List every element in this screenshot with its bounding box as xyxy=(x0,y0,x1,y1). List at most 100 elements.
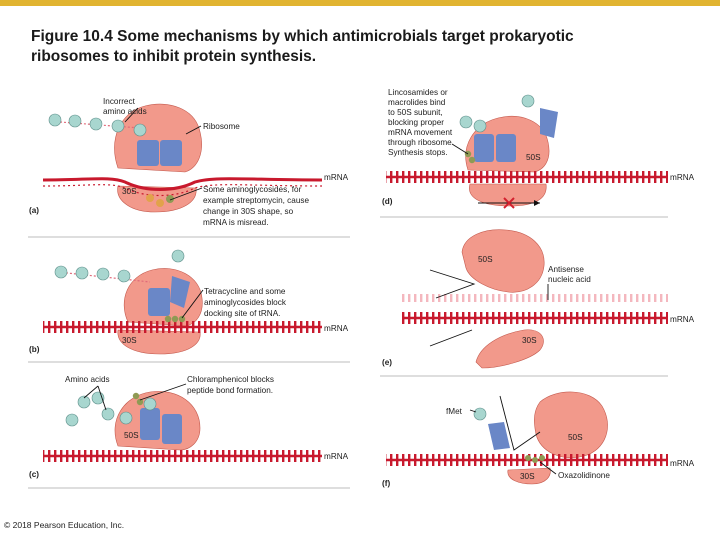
amino-acid xyxy=(459,115,473,129)
drug-molecule xyxy=(166,195,174,203)
drug-molecule xyxy=(164,315,172,323)
panel-letter: (a) xyxy=(29,206,39,215)
drug-molecule xyxy=(539,455,545,461)
panel-a-note-2: example streptomycin, cause xyxy=(203,196,309,205)
mrna-label: mRNA xyxy=(324,324,349,333)
panel-a-note-1: Some aminoglycosides, for xyxy=(203,185,302,194)
panel-a-note-4: mRNA is misread. xyxy=(203,218,269,227)
drug-molecule xyxy=(132,392,140,400)
trna-bound xyxy=(148,288,170,316)
amino-acid xyxy=(521,94,535,108)
pointer-incorrect-amino-acids xyxy=(124,107,139,123)
pointer-amino-acids xyxy=(83,385,99,399)
panel-d-note-7: Synthesis stops. xyxy=(388,148,448,157)
peptide-chain xyxy=(57,271,151,283)
fmet-label: fMet xyxy=(446,407,463,416)
panel-b-note-2: aminoglycosides block xyxy=(204,298,287,307)
trna-fmet xyxy=(488,422,510,450)
slide-title: Figure 10.4 Some mechanisms by which ant… xyxy=(31,27,711,67)
pointer-lincosamides xyxy=(451,143,469,155)
mrna-label: mRNA xyxy=(670,173,695,182)
pointer-tetracycline xyxy=(181,289,204,319)
panel-b-note-1: Tetracycline and some xyxy=(204,287,286,296)
trna-waiting xyxy=(540,108,558,138)
subunit-label: 30S xyxy=(122,336,137,345)
subunit-large-label: 50S xyxy=(478,255,493,264)
amino-acid xyxy=(65,413,79,427)
subunit-label: 30S xyxy=(122,187,137,196)
panel-d-note-2: macrolides bind xyxy=(388,98,446,107)
blocked-binding-arrow-bottom xyxy=(429,329,473,347)
drug-molecule xyxy=(468,156,476,164)
panel-c: Amino acids Chloramphenicol blocks pepti… xyxy=(29,375,349,479)
panel-d-note-5: mRNA movement xyxy=(388,128,453,137)
drug-molecule xyxy=(156,199,164,207)
panel-e: 50S Antisense nucleic acid 30S mRNA (e) xyxy=(382,229,695,369)
subunit-small-label: 30S xyxy=(522,336,537,345)
mrna-label: mRNA xyxy=(324,452,349,461)
panel-letter: (c) xyxy=(29,470,39,479)
ribosome-large-subunit-50s xyxy=(534,391,608,459)
amino-acid-fmet xyxy=(473,407,487,421)
amino-acid xyxy=(54,265,68,279)
amino-acid xyxy=(77,395,91,409)
panel-d-note-4: blocking proper xyxy=(388,118,444,127)
drug-molecule xyxy=(532,457,538,463)
amino-acid xyxy=(171,249,185,263)
amino-acids-label: Amino acids xyxy=(65,375,110,384)
ribosome-small-subunit xyxy=(469,183,547,207)
pointer-ribosome xyxy=(185,125,202,135)
amino-acid xyxy=(143,397,157,411)
mrna-label: mRNA xyxy=(670,315,695,324)
trna-right xyxy=(496,134,516,162)
antisense-nucleic-acid xyxy=(402,294,668,302)
panel-d-note-1: Lincosamides or xyxy=(388,88,448,97)
trna-right xyxy=(160,140,182,166)
pointer-chloramphenicol xyxy=(139,383,187,401)
ribosome-small-subunit-30s xyxy=(475,329,544,369)
trna-right xyxy=(162,414,182,444)
arrow-head xyxy=(534,200,540,206)
blocked-binding-arrow-top xyxy=(429,269,476,299)
subunit-label: 50S xyxy=(124,431,139,440)
panel-f: fMet 50S 30S Oxazolidinone mRNA (f) xyxy=(382,391,695,488)
amino-acid xyxy=(473,119,487,133)
oxazolidinone-label: Oxazolidinone xyxy=(558,471,610,480)
trna-left xyxy=(474,134,494,162)
title-line-1: Figure 10.4 Some mechanisms by which ant… xyxy=(31,28,574,45)
mrna-label: mRNA xyxy=(324,173,349,182)
amino-acid xyxy=(48,113,62,127)
title-line-2: ribosomes to inhibit protein synthesis. xyxy=(31,48,317,65)
amino-acid xyxy=(101,407,115,421)
amino-acid xyxy=(133,123,147,137)
panel-letter: (d) xyxy=(382,197,393,206)
ribosome-small-subunit-30s xyxy=(507,467,551,485)
antisense-label-2: nucleic acid xyxy=(548,275,591,284)
pointer-oxazolidinone xyxy=(539,461,557,475)
ribosome-large-subunit-50s xyxy=(461,229,545,293)
amino-acid xyxy=(75,266,89,280)
panel-a-note-3: change in 30S shape, so xyxy=(203,207,294,216)
panel-d-note-3: to 50S subunit, xyxy=(388,108,443,117)
trna-left xyxy=(140,408,160,440)
subunit-large-label: 50S xyxy=(568,433,583,442)
panel-d-note-6: through ribosome. xyxy=(388,138,454,147)
pointer-fmet xyxy=(469,409,477,413)
drug-molecule xyxy=(136,398,144,406)
blocked-assembly-arrow xyxy=(499,395,541,451)
drug-molecule xyxy=(171,315,179,323)
amino-acid xyxy=(96,267,110,281)
incorrect-amino-acids-label-2: amino acids xyxy=(103,107,147,116)
mrna-bases xyxy=(42,184,323,197)
drug-molecule xyxy=(146,194,154,202)
panel-a: Incorrect amino acids Ribosome 30S mRNA … xyxy=(29,97,349,227)
incorrect-amino-acids-label-1: Incorrect xyxy=(103,97,136,106)
antisense-label-1: Antisense xyxy=(548,265,584,274)
panel-b-note-3: docking site of tRNA. xyxy=(204,309,280,318)
drug-molecule xyxy=(178,315,186,323)
pointer-amino-acids-2 xyxy=(97,385,107,411)
amino-acid xyxy=(119,411,133,425)
drug-molecule xyxy=(525,455,531,461)
mrna-strand xyxy=(42,177,323,191)
